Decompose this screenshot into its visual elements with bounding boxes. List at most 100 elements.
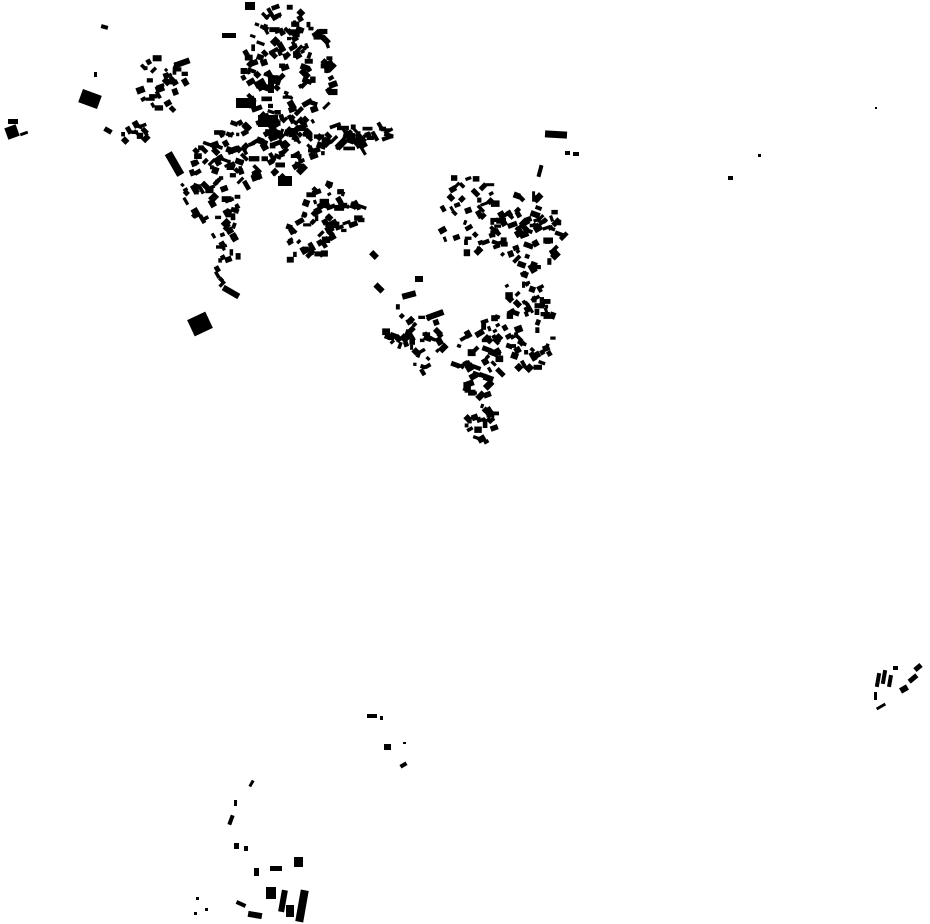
building — [449, 205, 455, 212]
building — [296, 238, 302, 245]
building — [524, 253, 531, 260]
building — [309, 105, 319, 114]
building — [286, 238, 294, 246]
building — [326, 191, 332, 197]
building — [424, 362, 432, 370]
building — [250, 104, 263, 113]
building — [171, 87, 179, 96]
building — [379, 126, 386, 131]
building — [410, 344, 414, 350]
building — [516, 260, 527, 269]
building — [241, 147, 249, 156]
building — [463, 329, 473, 339]
building — [253, 77, 267, 90]
building — [315, 141, 327, 150]
building — [234, 157, 245, 166]
building — [464, 206, 473, 215]
building — [551, 217, 562, 228]
building — [335, 143, 343, 151]
building — [533, 364, 542, 370]
building — [474, 209, 484, 220]
building — [140, 126, 149, 136]
building — [268, 75, 279, 80]
building — [512, 191, 521, 200]
building — [149, 94, 158, 99]
building — [472, 370, 482, 378]
building — [507, 212, 515, 220]
building — [886, 674, 894, 688]
building — [255, 136, 265, 145]
building — [293, 251, 297, 257]
building — [298, 115, 310, 127]
building — [481, 406, 489, 414]
building — [302, 131, 312, 137]
building — [523, 300, 530, 307]
building — [513, 206, 522, 214]
building — [271, 139, 283, 148]
building — [532, 223, 544, 234]
building — [488, 232, 494, 239]
building — [229, 173, 236, 178]
building — [527, 262, 538, 275]
building — [350, 199, 361, 211]
building — [326, 56, 333, 61]
building — [268, 46, 280, 56]
building — [202, 140, 211, 147]
building — [162, 71, 170, 80]
building — [300, 211, 308, 219]
building — [263, 28, 270, 35]
building — [538, 359, 546, 366]
building — [316, 201, 326, 211]
building — [245, 77, 256, 87]
building — [512, 298, 523, 309]
building — [253, 70, 262, 79]
building — [472, 176, 480, 182]
building — [219, 184, 229, 193]
building — [899, 684, 909, 694]
building — [329, 121, 342, 130]
building — [325, 203, 336, 211]
building — [519, 270, 528, 276]
building — [227, 131, 235, 138]
building — [242, 49, 251, 60]
building — [19, 130, 29, 137]
building — [181, 71, 188, 76]
building — [312, 199, 318, 205]
building — [293, 106, 305, 117]
building — [348, 220, 359, 229]
building — [362, 132, 372, 139]
building — [266, 7, 275, 19]
building — [452, 233, 461, 242]
building — [194, 153, 202, 159]
building — [513, 228, 525, 239]
building — [329, 134, 339, 144]
building — [728, 176, 733, 180]
building — [411, 321, 418, 328]
building — [246, 69, 251, 75]
building — [298, 67, 311, 80]
building — [154, 105, 164, 111]
building — [154, 90, 162, 100]
building — [485, 183, 495, 187]
building — [224, 255, 233, 264]
building — [500, 241, 508, 247]
building — [255, 117, 267, 126]
building — [306, 51, 313, 60]
building — [214, 130, 224, 135]
building — [218, 280, 226, 288]
building — [907, 673, 919, 684]
building — [78, 89, 102, 109]
building — [220, 217, 232, 229]
building — [314, 215, 319, 222]
building — [286, 4, 293, 10]
building — [324, 140, 332, 146]
building — [261, 82, 273, 93]
building — [448, 185, 458, 194]
building — [506, 249, 515, 258]
building — [324, 62, 334, 68]
building — [327, 74, 335, 82]
building — [180, 77, 190, 87]
building — [213, 270, 221, 279]
building — [486, 413, 495, 418]
building — [310, 118, 316, 124]
